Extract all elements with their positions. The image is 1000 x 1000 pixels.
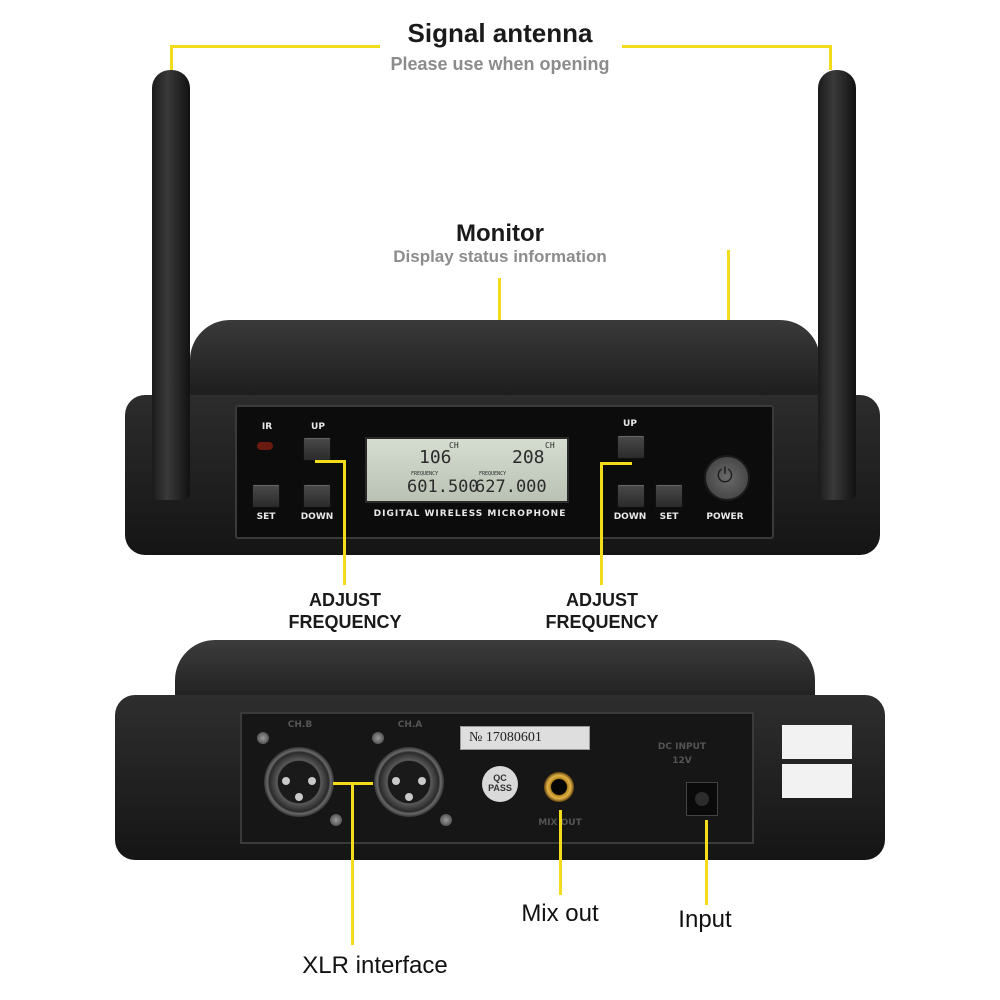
- lcd-ch-b-label: CH: [545, 441, 555, 450]
- xlr-pin: [418, 777, 426, 785]
- qc-pass-sticker: QC PASS: [482, 766, 518, 802]
- adjust-right-line1: ADJUST: [565, 590, 638, 610]
- lcd-ch-b-value: 208: [512, 447, 545, 468]
- input-callout-line: [705, 820, 708, 905]
- right-up-label: UP: [623, 419, 637, 429]
- power-icon: ⏻: [717, 463, 733, 487]
- antenna-callout-line-right-h: [622, 45, 832, 48]
- label-sticker-bottom: [782, 764, 852, 798]
- screw: [372, 732, 384, 744]
- xlr-interface-caption: XLR interface: [302, 952, 448, 979]
- right-set-button[interactable]: [655, 484, 683, 508]
- left-down-button[interactable]: [303, 484, 331, 508]
- rear-device: CH.B CH.A № 17080601 QC PASS MIX OUT DC …: [115, 640, 885, 865]
- mix-out-caption: Mix out: [521, 900, 599, 927]
- monitor-subtitle: Display status information: [393, 247, 607, 266]
- power-label: POWER: [706, 512, 744, 522]
- dc-input-label: DC INPUT: [657, 742, 707, 752]
- front-device-lid: [190, 320, 820, 400]
- lcd-freq-a-label: FREQUENCY: [411, 471, 439, 477]
- right-down-label: DOWN: [613, 512, 647, 522]
- mix-out-callout-line: [559, 810, 562, 895]
- antenna-callout-line-right-v: [829, 45, 832, 70]
- rear-panel: CH.B CH.A № 17080601 QC PASS MIX OUT DC …: [240, 712, 754, 844]
- xlr-pin: [282, 777, 290, 785]
- antenna-callout-line-left-h: [170, 45, 380, 48]
- adjust-right-line-h: [600, 462, 632, 465]
- signal-antenna-title: Signal antenna: [407, 18, 593, 48]
- monitor-title: Monitor: [456, 220, 544, 247]
- dc-voltage-label: 12V: [672, 756, 692, 766]
- front-device: IR UP SET DOWN CH CH 106 208 FREQUENCY F…: [120, 320, 885, 560]
- xlr-connector-ch-a[interactable]: [374, 747, 444, 817]
- xlr-pin: [308, 777, 316, 785]
- lcd-ch-a-value: 106: [419, 447, 452, 468]
- lcd-display: CH CH 106 208 FREQUENCY FREQUENCY 601.50…: [365, 437, 569, 503]
- brand-text: DIGITAL WIRELESS MICROPHONE: [373, 509, 567, 519]
- ir-indicator: [257, 442, 273, 450]
- mix-out-jack[interactable]: [544, 772, 574, 802]
- dc-jack-hole: [695, 792, 709, 806]
- lcd-freq-b-value: 627.000: [475, 477, 547, 497]
- dc-input-jack[interactable]: [686, 782, 718, 816]
- power-button[interactable]: ⏻: [704, 455, 750, 501]
- adjust-right-line-v: [600, 462, 603, 585]
- qc-label: QC: [493, 773, 507, 783]
- adjust-left-line-h: [315, 460, 345, 463]
- screw: [257, 732, 269, 744]
- screw: [330, 814, 342, 826]
- left-down-label: DOWN: [300, 512, 334, 522]
- signal-antenna-subtitle: Please use when opening: [390, 54, 610, 74]
- adjust-left-line1: ADJUST: [308, 590, 381, 610]
- adjust-left-line-v: [343, 460, 346, 585]
- pass-label: PASS: [488, 783, 512, 793]
- right-up-button[interactable]: [617, 435, 645, 459]
- xlr-connector-ch-b[interactable]: [264, 747, 334, 817]
- serial-number: № 17080601: [469, 730, 542, 745]
- left-up-label: UP: [311, 422, 325, 432]
- antenna-callout-line-left-v: [170, 45, 173, 70]
- antenna-left: [152, 70, 190, 500]
- left-set-label: SET: [256, 512, 276, 522]
- serial-sticker: № 17080601: [460, 726, 590, 750]
- xlr-pin: [405, 793, 413, 801]
- front-panel: IR UP SET DOWN CH CH 106 208 FREQUENCY F…: [235, 405, 774, 539]
- lcd-ch-a-label: CH: [449, 441, 459, 450]
- antenna-right: [818, 70, 856, 500]
- right-down-button[interactable]: [617, 484, 645, 508]
- ch-b-label: CH.B: [287, 720, 313, 730]
- lcd-freq-a-value: 601.500: [407, 477, 479, 497]
- lcd-freq-b-label: FREQUENCY: [479, 471, 507, 477]
- left-up-button[interactable]: [303, 437, 331, 461]
- xlr-pin: [295, 793, 303, 801]
- adjust-right-line2: FREQUENCY: [545, 612, 659, 632]
- label-sticker-top: [782, 725, 852, 759]
- xlr-pin: [392, 777, 400, 785]
- xlr-callout-line: [351, 782, 354, 945]
- input-caption: Input: [678, 906, 732, 933]
- ir-label: IR: [261, 422, 273, 432]
- right-set-label: SET: [659, 512, 679, 522]
- adjust-left-line2: FREQUENCY: [288, 612, 402, 632]
- screw: [440, 814, 452, 826]
- ch-a-label: CH.A: [397, 720, 423, 730]
- left-set-button[interactable]: [252, 484, 280, 508]
